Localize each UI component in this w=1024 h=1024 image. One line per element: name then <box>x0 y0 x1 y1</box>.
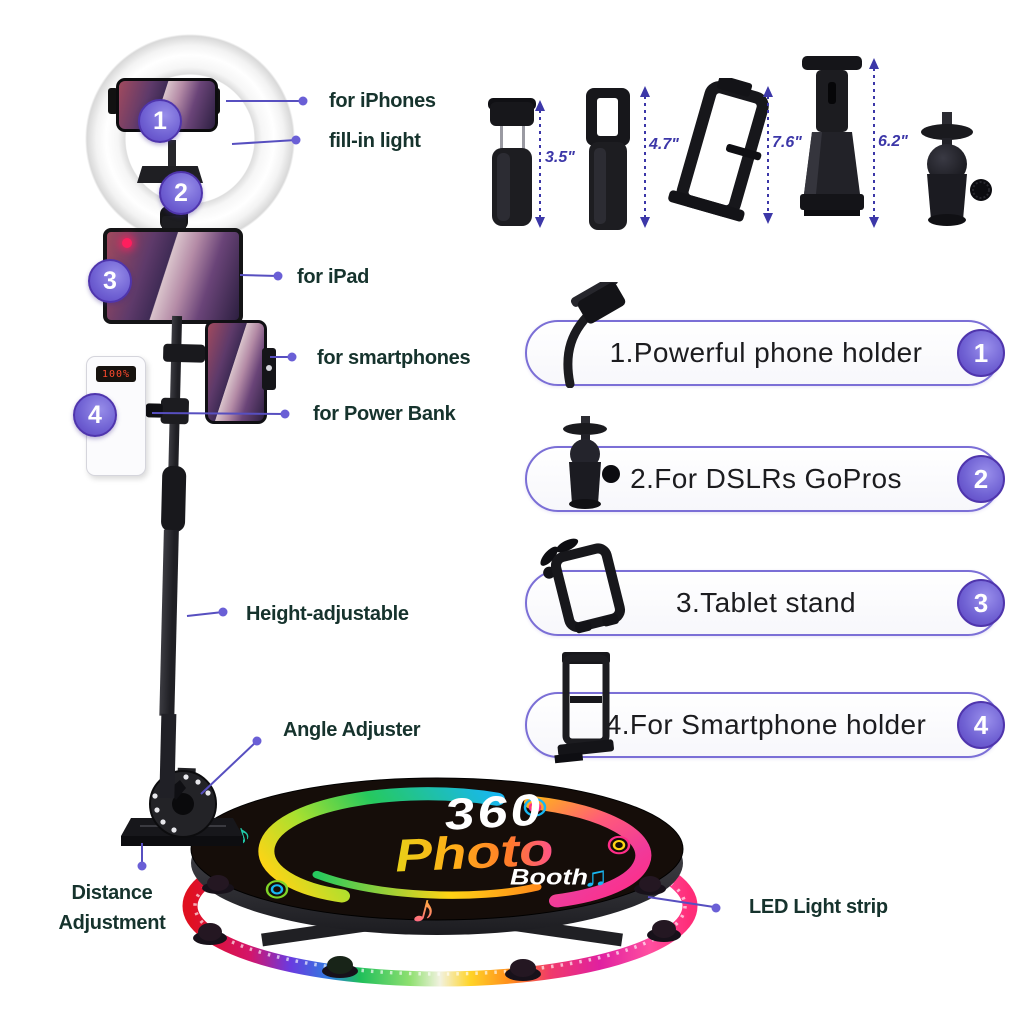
badge-number: 2 <box>174 178 188 207</box>
measurement-tablet-bracket: 7.6" <box>772 134 802 151</box>
power-bank-display: 100% <box>96 366 136 382</box>
callout-distance-adjustment: Distance Adjustment <box>34 878 190 938</box>
logo-booth: Booth <box>510 866 588 890</box>
callout-fill-in-light: fill-in light <box>329 130 421 152</box>
callout-for-ipad: for iPad <box>297 266 370 288</box>
phone-clamp-left <box>108 88 118 114</box>
feature-label-2: 2.For DSLRs GoPros <box>630 463 902 494</box>
distance-line-2: Adjustment <box>58 912 166 934</box>
callout-led-light-strip: LED Light strip <box>749 896 888 918</box>
power-bank-battery-level: 100% <box>101 368 131 380</box>
smartphone <box>205 320 267 424</box>
logo-photo: Photo <box>393 823 555 881</box>
feature-number-2: 2 <box>957 455 1005 503</box>
ball-head-image <box>921 112 992 226</box>
distance-line-1: Distance <box>71 882 153 904</box>
smartphone-holder-clip <box>262 348 276 390</box>
feature-number-text: 1 <box>973 337 989 368</box>
measurement-phone-holder: 4.7" <box>649 136 679 153</box>
step-badge-3: 3 <box>88 259 132 303</box>
feature-label-1: 1.Powerful phone holder <box>609 337 923 368</box>
angle-adjuster-gear <box>149 767 217 838</box>
music-note-icon: ♫ <box>583 861 608 892</box>
tablet-stand-62-image <box>800 56 864 216</box>
badge-number: 4 <box>88 400 102 429</box>
tablet-bracket-76-image <box>668 78 769 222</box>
feature-image-phone-holder <box>563 282 626 388</box>
feature-number-4: 4 <box>957 701 1005 749</box>
fill-light-dot <box>122 238 132 248</box>
phone-clip-35-image <box>488 98 536 226</box>
logo-360: 360 <box>442 785 545 840</box>
measurement-tablet-stand: 6.2" <box>878 133 908 150</box>
badge-number: 3 <box>103 266 117 295</box>
platform-feet <box>193 875 681 981</box>
step-badge-1: 1 <box>138 99 182 143</box>
feature-image-ball-head <box>563 416 620 509</box>
callout-for-iphones: for iPhones <box>329 90 436 112</box>
feature-pill-3: 3.Tablet stand 3 <box>525 570 1005 636</box>
feature-number-1: 1 <box>957 329 1005 377</box>
feature-image-smartphone-bracket <box>554 652 614 764</box>
phone-holder-47-image <box>586 88 630 230</box>
feature-number-text: 2 <box>973 463 989 494</box>
measurement-clip: 3.5" <box>545 149 575 166</box>
feature-number-3: 3 <box>957 579 1005 627</box>
feature-number-text: 3 <box>973 587 989 618</box>
badge-number: 1 <box>153 106 167 135</box>
callout-angle-adjuster: Angle Adjuster <box>283 719 421 741</box>
platform-logo-art: ♪ ♪ ♫ 360 Photo Booth <box>230 785 652 934</box>
feature-label-3: 3.Tablet stand <box>676 587 856 618</box>
feature-pill-1: 1.Powerful phone holder 1 <box>525 320 1005 386</box>
callout-for-smartphones: for smartphones <box>317 347 471 369</box>
callout-height-adjustable: Height-adjustable <box>246 603 409 625</box>
feature-number-text: 4 <box>973 709 989 740</box>
step-badge-4: 4 <box>73 393 117 437</box>
feature-image-tablet-clamp <box>540 538 625 634</box>
feature-label-4: 4.For Smartphone holder <box>605 709 927 740</box>
step-badge-2: 2 <box>159 171 203 215</box>
callout-for-power-bank: for Power Bank <box>313 403 456 425</box>
